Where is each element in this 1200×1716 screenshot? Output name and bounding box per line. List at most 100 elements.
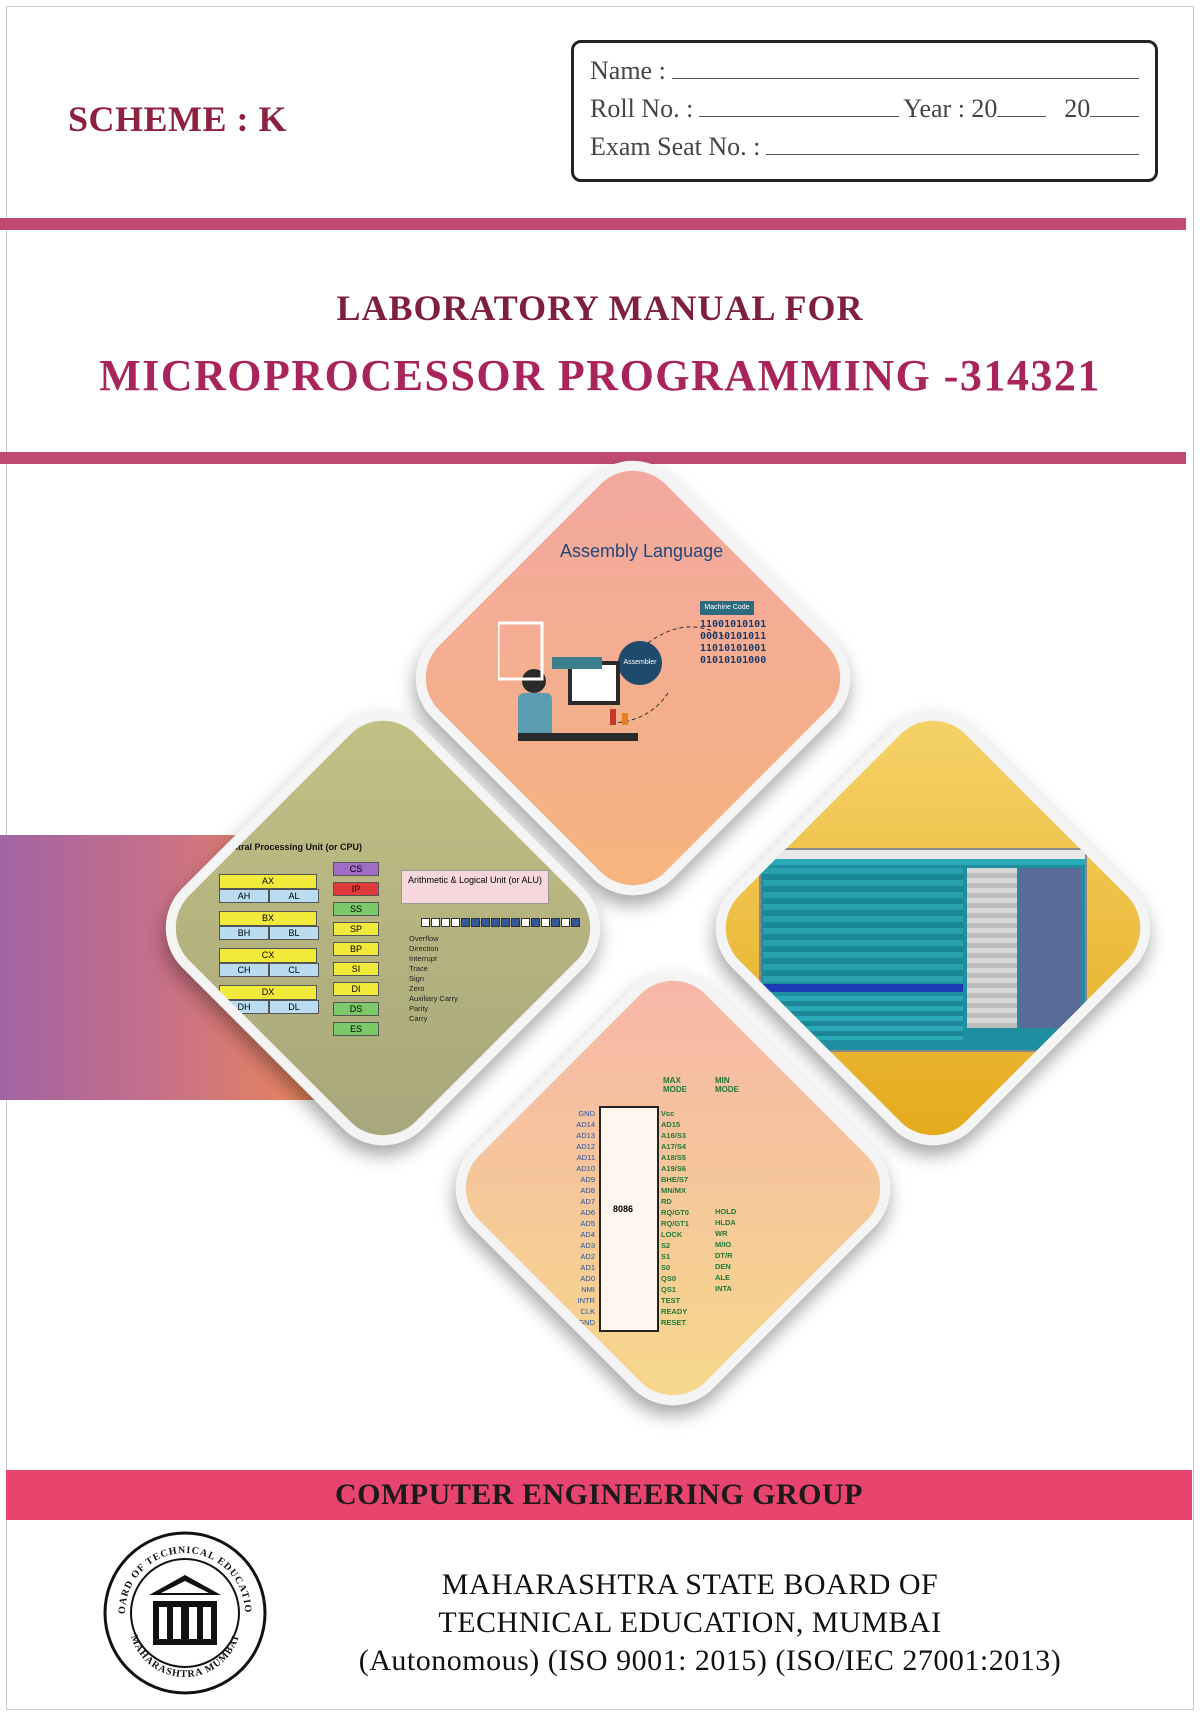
- pin-label: RD: [661, 1197, 672, 1206]
- pin-label: DT/R: [715, 1251, 733, 1260]
- pin-label: READY: [661, 1307, 688, 1316]
- flag-label: Interrupt: [409, 954, 437, 963]
- register-half: DL: [269, 1000, 319, 1014]
- register-half: BH: [218, 926, 269, 940]
- pin-label: RESET: [661, 1318, 687, 1327]
- department-banner: COMPUTER ENGINEERING GROUP: [6, 1470, 1192, 1520]
- pin-label: S1: [661, 1252, 671, 1261]
- pin-label: AD12: [576, 1142, 595, 1151]
- year-start-field[interactable]: [997, 92, 1047, 117]
- flag-label: Sign: [409, 974, 425, 983]
- pin-label: AD14: [576, 1120, 595, 1129]
- pin-label: AD6: [580, 1208, 595, 1217]
- stack-pane: [1019, 868, 1081, 1028]
- pin-label: HLDA: [715, 1218, 736, 1227]
- top-divider: [0, 218, 1186, 230]
- min-mode-label: MIN MODE: [715, 1076, 739, 1094]
- pin-label: AD13: [576, 1131, 595, 1140]
- register-half: AL: [269, 889, 319, 903]
- roll-field[interactable]: [699, 92, 900, 117]
- seat-label: Exam Seat No. :: [590, 132, 761, 161]
- pin-label: QS1: [661, 1285, 677, 1294]
- pin-label: AD4: [580, 1230, 595, 1239]
- pin-label: ALE: [715, 1273, 730, 1282]
- pin-label: BHE/S7: [661, 1175, 689, 1184]
- seat-field[interactable]: [766, 130, 1139, 155]
- assembly-title: Assembly Language: [560, 541, 724, 561]
- flag-register: [421, 918, 580, 927]
- register-half: DH: [219, 1000, 269, 1014]
- register-half: CL: [269, 963, 319, 977]
- pin-label: QS0: [661, 1274, 677, 1283]
- pin-label: AD15: [661, 1120, 681, 1129]
- assembly-illustration: Assembly Language Machine Code 110010101…: [438, 483, 828, 873]
- segment-register: CS: [333, 862, 379, 876]
- pin-label: CLK: [580, 1307, 595, 1316]
- pin-label: NMI: [581, 1285, 595, 1294]
- register-full: AX: [219, 874, 317, 889]
- chip-body: 8086: [599, 1106, 659, 1332]
- year-end-field[interactable]: [1090, 92, 1139, 117]
- code-pane: [763, 868, 963, 982]
- alu-box: Arithmetic & Logical Unit (or ALU): [401, 870, 549, 904]
- flag-label: Direction: [409, 944, 439, 953]
- pin-label: HOLD: [715, 1207, 737, 1216]
- selected-line: [763, 984, 963, 992]
- pin-label: AD5: [580, 1219, 595, 1228]
- board-certifications: (Autonomous) (ISO 9001: 2015) (ISO/IEC 2…: [358, 1644, 1062, 1677]
- segment-register: BP: [333, 942, 379, 956]
- debugger-window: [759, 848, 1087, 1052]
- register-full: BX: [219, 911, 317, 926]
- pin-label: RQ/GT1: [661, 1219, 689, 1228]
- board-name-line2: TECHNICAL EDUCATION, MUMBAI: [438, 1606, 942, 1639]
- manual-title-line2: MICROPROCESSOR PROGRAMMING -314321: [99, 351, 1101, 400]
- pin-label: AD1: [580, 1263, 595, 1272]
- pin-label: WR: [715, 1229, 728, 1238]
- pin-label: S0: [661, 1263, 671, 1272]
- title-divider: [0, 452, 1186, 464]
- year-mid-label: 20: [1064, 94, 1091, 123]
- pin-label: AD9: [580, 1175, 595, 1184]
- assembly-diamond: Assembly Language Machine Code 110010101…: [392, 437, 874, 919]
- pin-label: AD3: [580, 1241, 595, 1250]
- segment-register: DI: [333, 982, 379, 996]
- seat-row: Exam Seat No. :: [590, 128, 1139, 166]
- name-field[interactable]: [671, 54, 1139, 79]
- max-mode-label: MAX MODE: [663, 1076, 687, 1094]
- manual-title-line1: LABORATORY MANUAL FOR: [336, 288, 864, 328]
- pin-label: Vcc: [661, 1109, 675, 1118]
- flag-label: Overflow: [409, 934, 439, 943]
- debugger-menubar: [761, 859, 1085, 865]
- flag-label: Zero: [409, 984, 425, 993]
- pin-label: M/IO: [715, 1240, 732, 1249]
- pin-label: AD10: [576, 1164, 595, 1173]
- roll-label: Roll No. :: [590, 94, 694, 123]
- flag-label: Parity: [409, 1004, 429, 1013]
- chip-label: 8086: [613, 1204, 634, 1214]
- scheme-label: SCHEME : K: [68, 99, 288, 139]
- cpu-title: Central Processing Unit (or CPU): [221, 842, 363, 852]
- register-full: CX: [218, 948, 317, 963]
- flag-label: Auxiliary Carry: [409, 994, 458, 1003]
- pin-label: AD7: [580, 1197, 595, 1206]
- pin-label: LOCK: [661, 1230, 683, 1239]
- segment-register: DS: [333, 1002, 379, 1016]
- name-row: Name :: [590, 52, 1139, 90]
- segment-register: SP: [333, 922, 379, 936]
- board-name-line1: MAHARASHTRA STATE BOARD OF: [441, 1568, 939, 1601]
- pin-label: AD0: [580, 1274, 595, 1283]
- pin-label: AD2: [580, 1252, 595, 1261]
- segment-register: SS: [333, 902, 379, 916]
- pin-label: A18/S5: [661, 1153, 687, 1162]
- segment-register: ES: [333, 1022, 379, 1036]
